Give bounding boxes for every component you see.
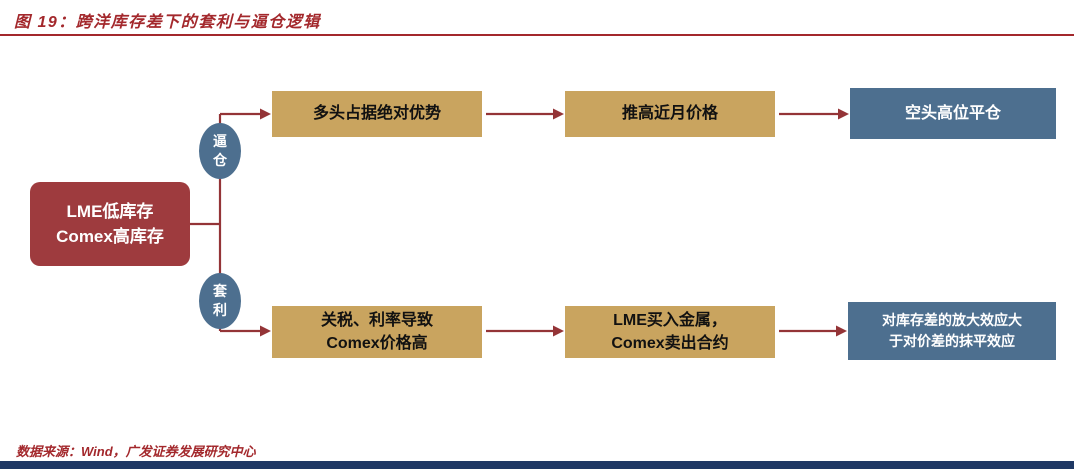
node-amplify-inventory-gap-effect: 对库存差的放大效应大 于对价差的抹平效应 bbox=[848, 302, 1056, 360]
data-source-note: 数据来源：Wind，广发证券发展研究中心 bbox=[16, 444, 256, 459]
node-buy-lme-sell-comex: LME买入金属， Comex卖出合约 bbox=[565, 306, 775, 358]
branch-label-squeeze: 逼 仓 bbox=[199, 123, 241, 179]
branch-label-arbitrage: 套 利 bbox=[199, 273, 241, 329]
title-underline bbox=[0, 34, 1074, 36]
node-tariff-rates-comex-high: 关税、利率导致 Comex价格高 bbox=[272, 306, 482, 358]
node-longs-dominate: 多头占据绝对优势 bbox=[272, 91, 482, 137]
figure-title: 图 19：跨洋库存差下的套利与逼仓逻辑 bbox=[14, 14, 321, 31]
root-node-inventory-gap: LME低库存 Comex高库存 bbox=[30, 182, 190, 266]
node-push-up-near-month-price: 推高近月价格 bbox=[565, 91, 775, 137]
node-shorts-close-at-high: 空头高位平仓 bbox=[850, 88, 1056, 139]
footer-bar bbox=[0, 461, 1074, 469]
